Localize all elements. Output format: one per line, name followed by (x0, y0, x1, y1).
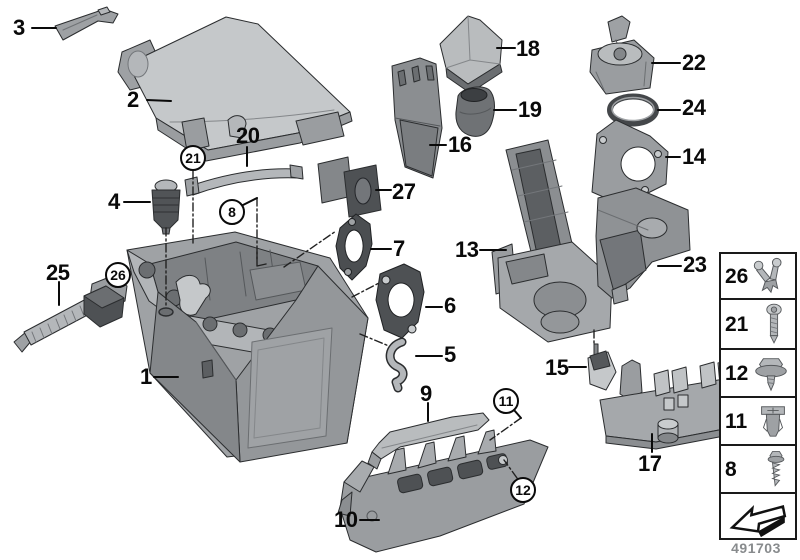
part-24-oring (607, 93, 659, 127)
callout-15[interactable]: 15 (545, 355, 569, 380)
part-1-electronics-box (126, 231, 369, 463)
callout-2[interactable]: 2 (127, 87, 139, 112)
part-19-boot (455, 86, 495, 137)
leader-lines (31, 27, 682, 521)
callout-10[interactable]: 10 (334, 507, 358, 532)
legend-number: 11 (725, 409, 748, 433)
legend-item-26[interactable]: 26 (721, 254, 795, 298)
legend-item-21[interactable]: 21 (721, 298, 795, 348)
legend-item-12[interactable]: 12 (721, 348, 795, 396)
part-3-bracket (54, 6, 119, 41)
callout-18[interactable]: 18 (516, 36, 540, 61)
callout-4[interactable]: 4 (108, 189, 120, 214)
callout-16[interactable]: 16 (448, 132, 472, 157)
callout-17[interactable]: 17 (638, 451, 662, 476)
callout-20[interactable]: 20 (236, 123, 260, 148)
part-23-bracket (595, 187, 691, 305)
part-4-grommet (151, 179, 181, 235)
direction-arrow-icon (729, 504, 787, 538)
part-9-strip (367, 412, 490, 470)
callout-5[interactable]: 5 (444, 342, 456, 367)
figure-number: 491703 (731, 540, 781, 556)
part-5-clamp (385, 337, 408, 393)
part-22-valve-unit (589, 15, 655, 95)
callout-11-circled[interactable]: 11 (493, 388, 519, 414)
callout-22[interactable]: 22 (682, 50, 706, 75)
long-screw-icon (766, 303, 782, 344)
callout-6[interactable]: 6 (444, 293, 456, 318)
callout-25[interactable]: 25 (46, 260, 70, 285)
callout-27[interactable]: 27 (392, 179, 416, 204)
part-7-gasket (335, 213, 373, 281)
part-16-panel (391, 57, 443, 179)
washer-screw-icon (755, 358, 787, 392)
callout-9[interactable]: 9 (420, 381, 432, 406)
expansion-rivet-icon (761, 406, 785, 437)
fastener-legend: 26 21 12 (719, 252, 797, 540)
legend-number: 8 (725, 457, 737, 481)
callout-23[interactable]: 23 (683, 252, 707, 277)
callout-21-circled[interactable]: 21 (180, 145, 206, 171)
part-6-gasket (375, 263, 425, 339)
callout-8-circled[interactable]: 8 (219, 199, 245, 225)
part-25-screw (13, 275, 128, 353)
part-14-holder (591, 119, 669, 200)
legend-number: 26 (725, 264, 749, 288)
double-clip-icon (753, 257, 782, 294)
callout-7[interactable]: 7 (393, 236, 405, 261)
callout-19[interactable]: 19 (518, 97, 542, 122)
callout-12-circled[interactable]: 12 (510, 477, 536, 503)
part-27-grommets (317, 156, 382, 218)
part-2-cover (117, 16, 353, 162)
axis-end-marks (158, 251, 267, 317)
legend-direction-cell (721, 492, 795, 542)
callout-3[interactable]: 3 (13, 15, 25, 40)
legend-number: 21 (725, 312, 749, 336)
callout-26-circled[interactable]: 26 (105, 262, 131, 288)
legend-number: 12 (725, 361, 749, 385)
legend-item-11[interactable]: 11 (721, 396, 795, 444)
callout-1[interactable]: 1 (140, 364, 152, 389)
callout-14[interactable]: 14 (682, 144, 706, 169)
legend-item-8[interactable]: 8 (721, 444, 795, 492)
self-tapping-screw-icon (767, 451, 785, 487)
part-15-sensor (587, 343, 617, 391)
callout-13[interactable]: 13 (455, 237, 479, 262)
part-20-support-strip (184, 164, 304, 197)
part-13-carrier (491, 139, 613, 343)
callout-24[interactable]: 24 (682, 95, 706, 120)
part-18-cone (439, 15, 503, 94)
